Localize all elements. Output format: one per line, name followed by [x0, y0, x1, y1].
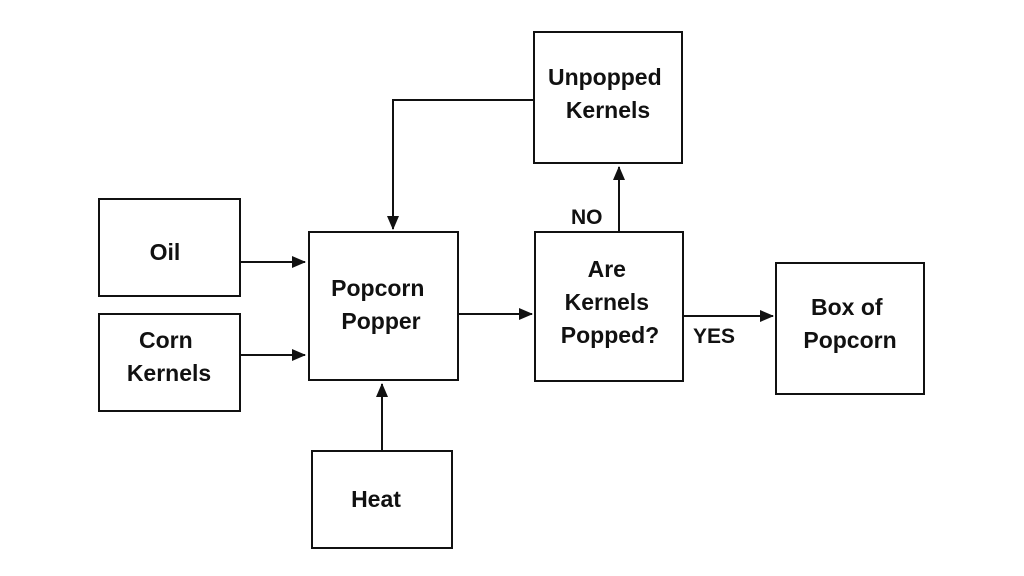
svg-text:Unpopped Kernels: Unpopped Kernels [548, 64, 668, 123]
node-popcorn-popper-line-1: Popcorn [331, 275, 424, 301]
node-decision-line-2: Kernels [565, 289, 649, 315]
edge-label-yes: YES [693, 325, 735, 348]
node-oil-label: Oil [150, 239, 181, 265]
node-decision-line-3: Popped? [561, 322, 659, 348]
node-popcorn-popper-line-2: Popper [341, 308, 420, 334]
svg-text:Box of Popcorn: Box of Popcorn [803, 294, 896, 353]
node-unpopped-kernels: Unpopped Kernels [533, 31, 683, 164]
node-are-kernels-popped: Are Kernels Popped? [534, 231, 684, 382]
edge-label-no: NO [571, 206, 603, 229]
svg-text:Oil: Oil [150, 239, 181, 265]
node-popcorn-popper: Popcorn Popper [308, 231, 459, 381]
node-heat-label: Heat [351, 486, 401, 512]
svg-text:Popcorn Popper: Popcorn Popper [331, 275, 431, 334]
svg-text:Corn Kernels: Corn Kernels [127, 327, 211, 386]
node-corn-kernels: Corn Kernels [98, 313, 241, 412]
node-unpopped-line-2: Kernels [566, 97, 650, 123]
node-oil: Oil [98, 198, 241, 297]
node-heat: Heat [311, 450, 453, 549]
edge-unpopped-to-popper [387, 99, 534, 230]
node-box-line-2: Popcorn [803, 327, 896, 353]
node-corn-kernels-line-1: Corn [139, 327, 193, 353]
svg-text:Are Kernels Popped: Are Kernels Popped? [561, 256, 659, 348]
node-corn-kernels-line-2: Kernels [127, 360, 211, 386]
node-decision-line-1: Are [588, 256, 626, 282]
svg-text:Heat: Heat [351, 486, 401, 512]
node-box-of-popcorn: Box of Popcorn [775, 262, 925, 395]
node-unpopped-line-1: Unpopped [548, 64, 662, 90]
node-box-line-1: Box of [811, 294, 883, 320]
